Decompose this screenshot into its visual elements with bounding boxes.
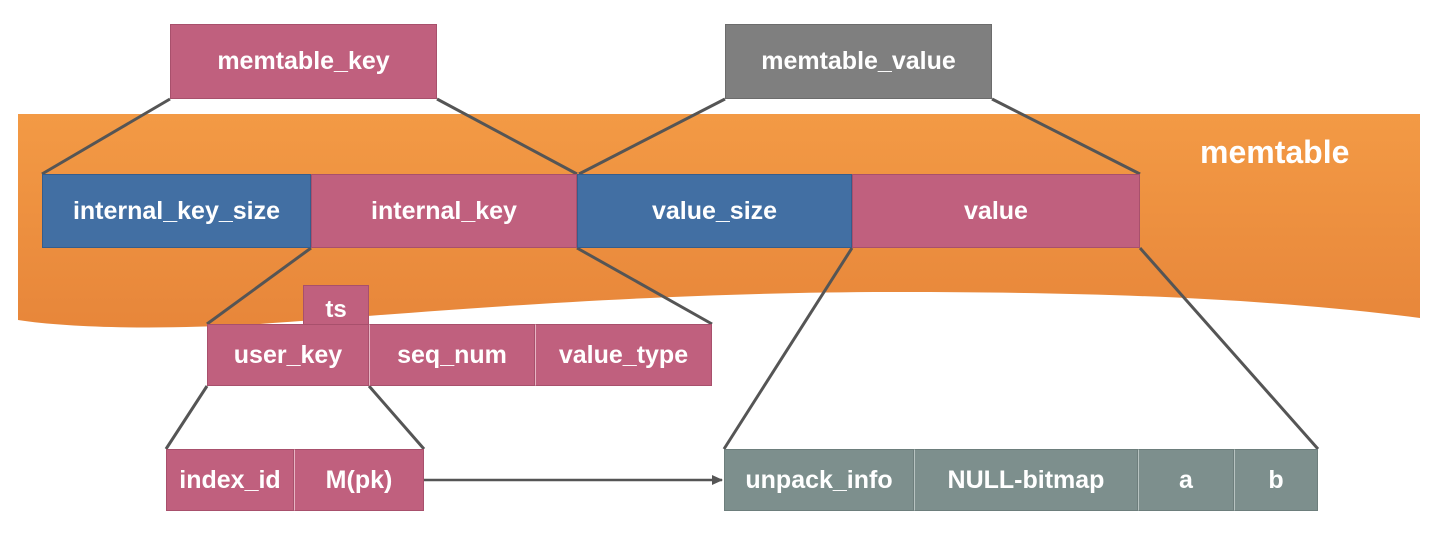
unpack-info-box: unpack_info (724, 449, 914, 511)
internal-key-size-box: internal_key_size (42, 174, 311, 248)
connector-value-right (991, 97, 1141, 176)
value-box: value (852, 174, 1140, 248)
value-size-box: value_size (577, 174, 852, 248)
connector-key-right (436, 97, 578, 176)
index-id-box: index_id (166, 449, 294, 511)
field-b-box: b (1234, 449, 1318, 511)
connector-ukey-left (164, 385, 209, 450)
seq-num-box: seq_num (369, 324, 535, 386)
value-type-box: value_type (535, 324, 712, 386)
field-a-box: a (1138, 449, 1234, 511)
connector-value-left (578, 97, 726, 176)
connector-ikey-right (576, 246, 713, 326)
connector-ikey-left (206, 246, 312, 326)
connector-ukey-right (367, 385, 426, 450)
internal-key-box: internal_key (311, 174, 577, 248)
connector-val-right (1138, 247, 1320, 450)
pk-box: M(pk) (294, 449, 424, 511)
connector-val-left (722, 247, 854, 450)
connector-key-left (41, 97, 171, 176)
user-key-box: user_key (207, 324, 369, 386)
memtable-value-box: memtable_value (725, 24, 992, 99)
null-bitmap-box: NULL-bitmap (914, 449, 1138, 511)
memtable-label: memtable (1200, 134, 1350, 170)
memtable-key-box: memtable_key (170, 24, 437, 99)
